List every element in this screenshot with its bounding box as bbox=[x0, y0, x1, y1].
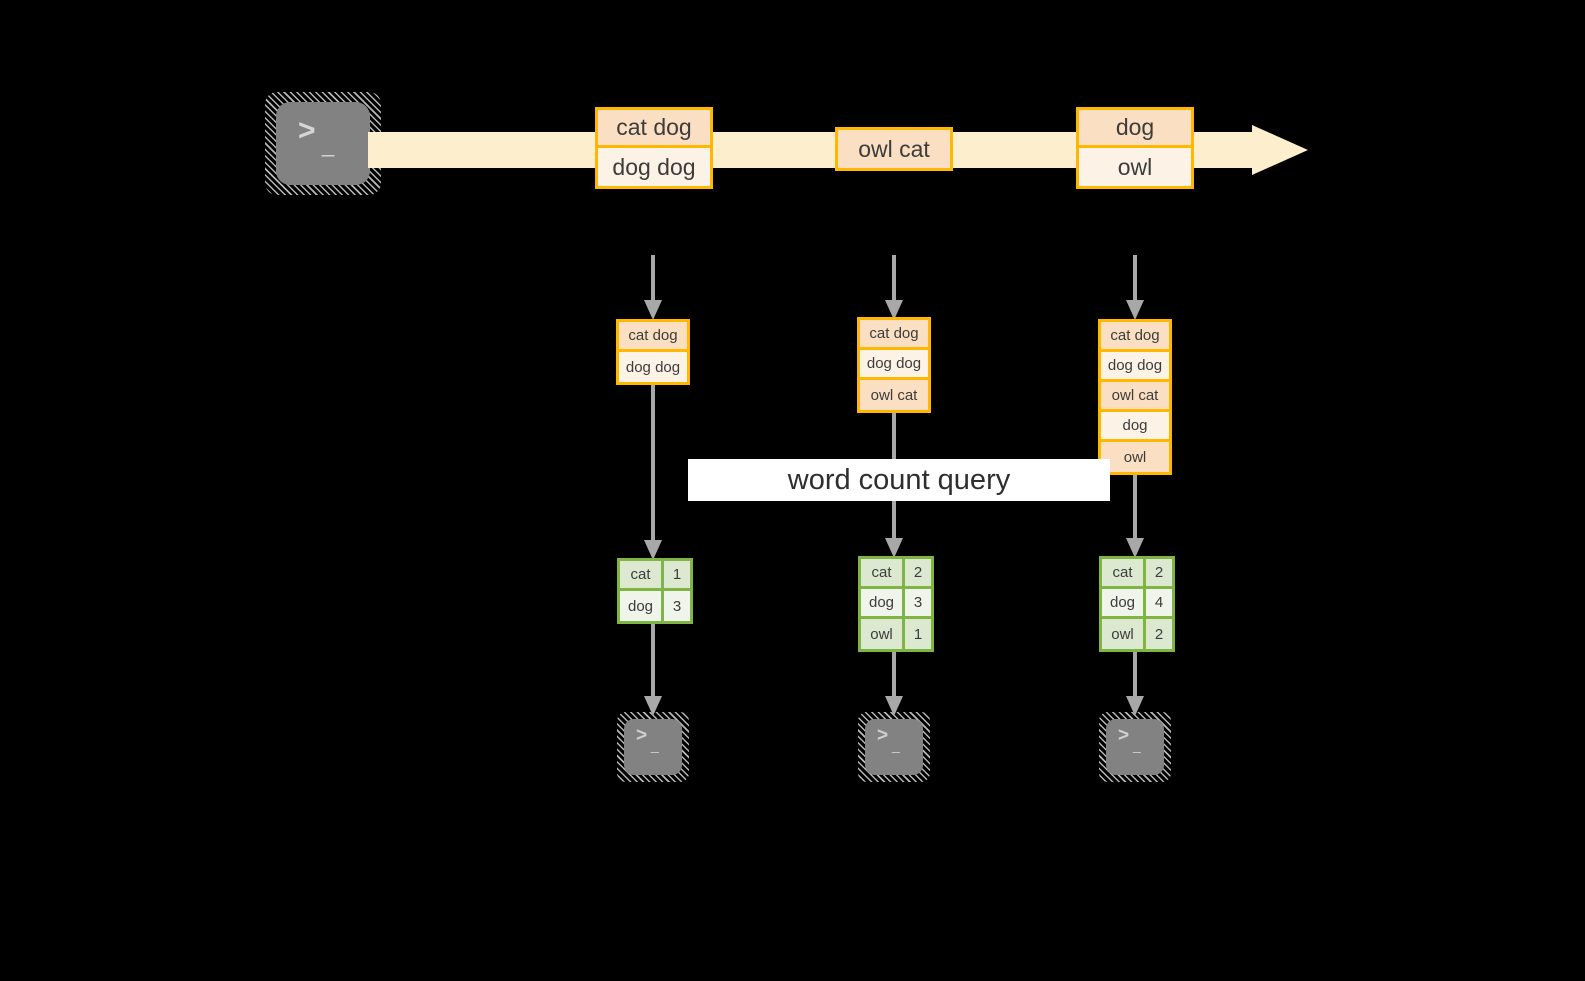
prompt-underscore-icon: _ bbox=[322, 132, 335, 157]
table-cell-word: dog bbox=[1102, 589, 1146, 616]
input-row: owl cat bbox=[860, 380, 928, 410]
table-cell-count: 1 bbox=[664, 561, 690, 588]
table-row: dog 3 bbox=[861, 589, 931, 619]
prompt-underscore-icon: _ bbox=[1133, 737, 1141, 753]
connector-line bbox=[892, 648, 896, 696]
table-cell-word: dog bbox=[861, 589, 905, 616]
stream-message-line: owl cat bbox=[838, 130, 950, 168]
connector-arrowhead bbox=[885, 538, 903, 558]
stream-message-2: owl cat bbox=[835, 127, 953, 171]
stream-message-line: cat dog bbox=[598, 110, 710, 148]
connector-line bbox=[651, 378, 655, 540]
stream-message-3: dog owl bbox=[1076, 107, 1194, 189]
stream-message-line: dog dog bbox=[598, 148, 710, 186]
prompt-chevron-icon: > bbox=[298, 114, 316, 147]
terminal-body bbox=[624, 719, 682, 775]
table-cell-count: 2 bbox=[1146, 619, 1172, 649]
prompt-chevron-icon: > bbox=[877, 725, 889, 746]
connector-line bbox=[1133, 255, 1137, 300]
table-cell-word: owl bbox=[861, 619, 905, 649]
table-cell-count: 4 bbox=[1146, 589, 1172, 616]
connector-line bbox=[651, 618, 655, 696]
stream-message-line: dog bbox=[1079, 110, 1191, 148]
producer-terminal-icon: > _ bbox=[265, 92, 381, 195]
table-cell-word: cat bbox=[1102, 559, 1146, 586]
result-table-1: cat 1 dog 3 bbox=[617, 558, 693, 624]
query-label-band: word count query bbox=[688, 459, 1110, 501]
table-cell-word: cat bbox=[620, 561, 664, 588]
consumer-terminal-icon-1: > _ bbox=[617, 712, 689, 782]
input-stack-2: cat dog dog dog owl cat bbox=[857, 317, 931, 413]
connector-line bbox=[1133, 648, 1137, 696]
table-row: owl 1 bbox=[861, 619, 931, 649]
table-row: dog 3 bbox=[620, 591, 690, 621]
input-row: owl bbox=[1101, 442, 1169, 472]
terminal-body bbox=[865, 719, 923, 775]
table-cell-count: 2 bbox=[1146, 559, 1172, 586]
terminal-body bbox=[276, 102, 370, 185]
table-cell-count: 2 bbox=[905, 559, 931, 586]
prompt-underscore-icon: _ bbox=[651, 737, 659, 753]
input-row: dog dog bbox=[860, 350, 928, 380]
stream-message-line: owl bbox=[1079, 148, 1191, 186]
table-cell-count: 3 bbox=[905, 589, 931, 616]
consumer-terminal-icon-2: > _ bbox=[858, 712, 930, 782]
stream-message-1: cat dog dog dog bbox=[595, 107, 713, 189]
connector-line bbox=[1133, 470, 1137, 538]
connector-arrowhead bbox=[1126, 300, 1144, 320]
table-row: dog 4 bbox=[1102, 589, 1172, 619]
table-row: cat 2 bbox=[1102, 559, 1172, 589]
table-row: owl 2 bbox=[1102, 619, 1172, 649]
input-stack-1: cat dog dog dog bbox=[616, 319, 690, 385]
input-row: dog dog bbox=[619, 352, 687, 382]
connector-arrowhead bbox=[1126, 538, 1144, 558]
table-cell-count: 1 bbox=[905, 619, 931, 649]
terminal-body bbox=[1106, 719, 1164, 775]
table-cell-count: 3 bbox=[664, 591, 690, 621]
prompt-underscore-icon: _ bbox=[892, 737, 900, 753]
prompt-chevron-icon: > bbox=[1118, 725, 1130, 746]
table-row: cat 2 bbox=[861, 559, 931, 589]
table-cell-word: dog bbox=[620, 591, 664, 621]
input-row: cat dog bbox=[619, 322, 687, 352]
input-row: dog dog bbox=[1101, 352, 1169, 382]
input-row: dog bbox=[1101, 412, 1169, 442]
table-cell-word: cat bbox=[861, 559, 905, 586]
consumer-terminal-icon-3: > _ bbox=[1099, 712, 1171, 782]
connector-line bbox=[651, 255, 655, 300]
input-row: cat dog bbox=[860, 320, 928, 350]
input-stack-3: cat dog dog dog owl cat dog owl bbox=[1098, 319, 1172, 475]
table-row: cat 1 bbox=[620, 561, 690, 591]
connector-line bbox=[892, 255, 896, 300]
connector-arrowhead bbox=[644, 540, 662, 560]
prompt-chevron-icon: > bbox=[636, 725, 648, 746]
table-cell-word: owl bbox=[1102, 619, 1146, 649]
input-row: cat dog bbox=[1101, 322, 1169, 352]
input-row: owl cat bbox=[1101, 382, 1169, 412]
result-table-2: cat 2 dog 3 owl 1 bbox=[858, 556, 934, 652]
result-table-3: cat 2 dog 4 owl 2 bbox=[1099, 556, 1175, 652]
connector-arrowhead bbox=[644, 300, 662, 320]
query-label-text: word count query bbox=[787, 463, 1011, 496]
stream-arrow-head bbox=[1252, 125, 1308, 175]
